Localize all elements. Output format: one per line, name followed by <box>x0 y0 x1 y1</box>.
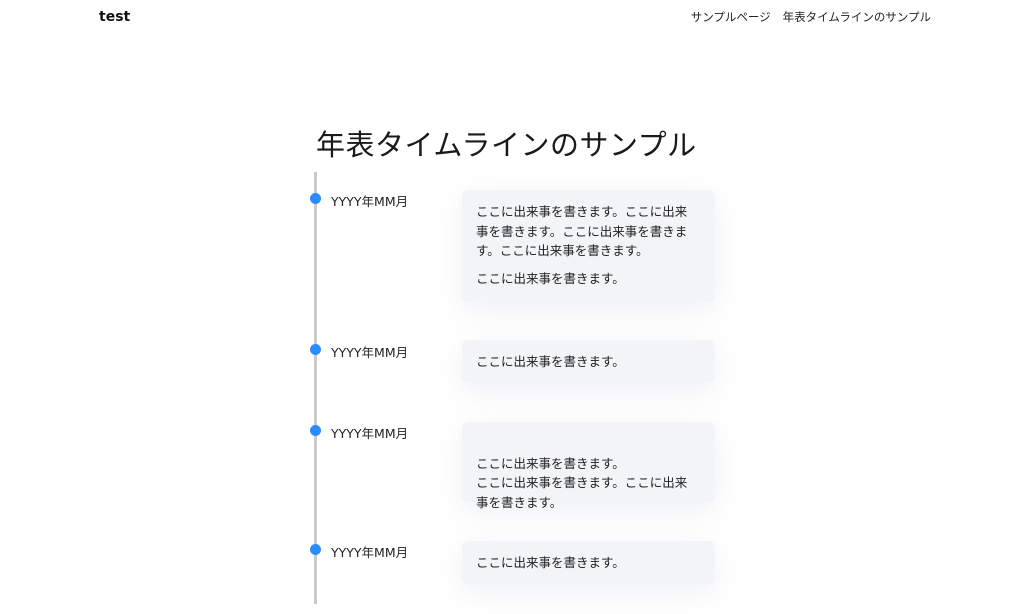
event-text: ここに出来事を書きます。ここに出来事を書きます。ここに出来事を書きます。ここに出… <box>476 204 688 258</box>
timeline-dot-icon <box>310 425 321 436</box>
event-text: ここに出来事を書きます。 <box>476 354 625 369</box>
timeline-dot-icon <box>310 193 321 204</box>
timeline-card: ここに出来事を書きます。 ここに出来事を書きます。ここに出来事を書きます。 <box>462 422 715 510</box>
nav-link-sample-page[interactable]: サンプルページ <box>690 10 771 24</box>
timeline-date: YYYY年MM月 <box>331 545 409 560</box>
timeline-card: ここに出来事を書きます。ここに出来事を書きます。ここに出来事を書きます。ここに出… <box>462 190 715 302</box>
nav-link-timeline-sample[interactable]: 年表タイムラインのサンプル <box>782 10 931 24</box>
event-text: ここに出来事を書きます。 <box>476 555 625 570</box>
main-nav: サンプルページ 年表タイムラインのサンプル <box>691 9 931 25</box>
timeline-card: ここに出来事を書きます。 <box>462 340 715 383</box>
site-logo-link[interactable]: test <box>99 9 131 25</box>
timeline-date: YYYY年MM月 <box>331 426 409 441</box>
site-header: test サンプルページ 年表タイムラインのサンプル <box>0 0 1024 34</box>
event-text: ここに出来事を書きます。 <box>476 270 625 286</box>
timeline-date: YYYY年MM月 <box>331 345 409 360</box>
timeline-line <box>314 172 317 604</box>
timeline-dot-icon <box>310 344 321 355</box>
timeline-date: YYYY年MM月 <box>331 194 409 209</box>
timeline-dot-icon <box>310 544 321 555</box>
event-text: ここに出来事を書きます。 ここに出来事を書きます。ここに出来事を書きます。 <box>476 455 688 510</box>
timeline-card: ここに出来事を書きます。 <box>462 541 715 584</box>
page-title: 年表タイムラインのサンプル <box>316 128 697 162</box>
